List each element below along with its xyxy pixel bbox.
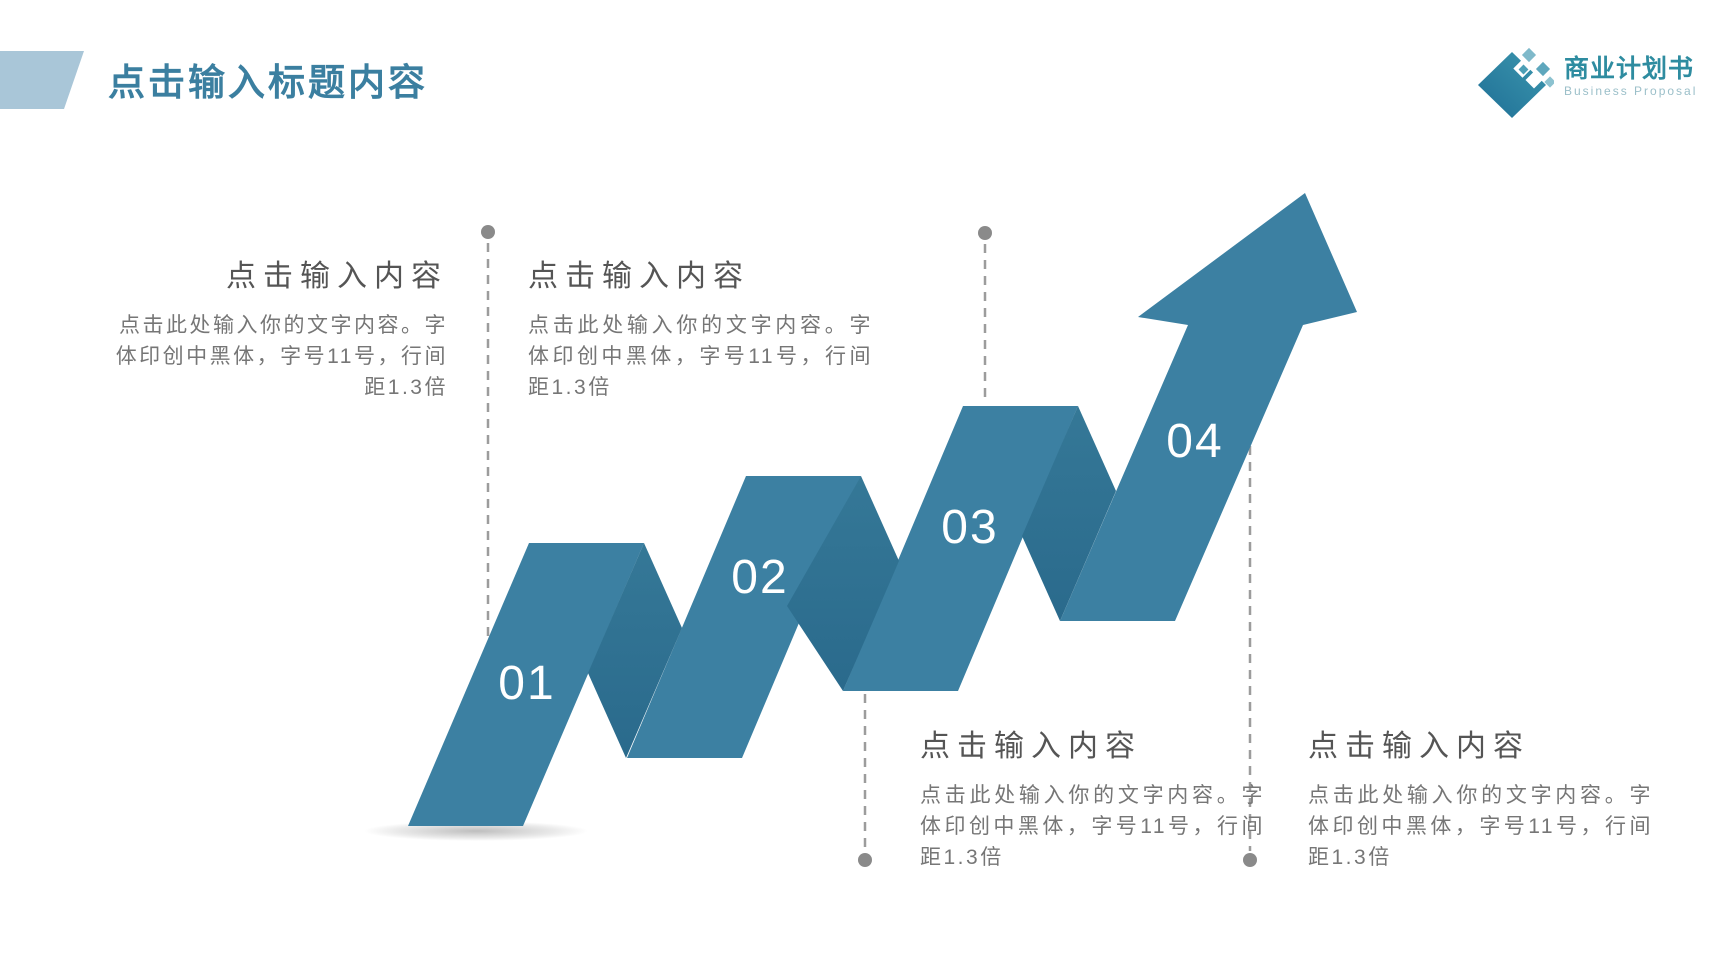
ribbon-band-2 [627,476,861,758]
logo-text-en: Business Proposal [1564,84,1698,98]
logo-text: 商业计划书 Business Proposal [1564,44,1697,98]
ribbon-fold-3 [1022,406,1116,621]
arrow-up-icon [1060,193,1357,621]
logo-text-cn: 商业计划书 [1564,55,1695,83]
logo: 商业计划书 Business Proposal [1476,44,1697,124]
step-heading-1: 点击输入内容 [226,260,448,293]
step-block-2: 点击输入内容 点击此处输入你的文字内容。字体印创中黑体，字号11号，行间距1.3… [528,258,873,403]
step-number-2: 02 [731,551,788,604]
step-body-3: 点击此处输入你的文字内容。字体印创中黑体，字号11号，行间距1.3倍 [920,784,1265,869]
timeline-dot-3 [858,853,872,867]
page-title: 点击输入标题内容 [108,62,428,103]
ribbon-fold-2 [787,476,899,691]
step-heading-2: 点击输入内容 [528,260,750,293]
step-heading-4: 点击输入内容 [1308,730,1530,763]
step-block-4: 点击输入内容 点击此处输入你的文字内容。字体印创中黑体，字号11号，行间距1.3… [1308,728,1653,873]
step-block-1: 点击输入内容 点击此处输入你的文字内容。字体印创中黑体，字号11号，行间距1.3… [103,258,448,403]
step-number-1: 01 [498,657,555,710]
step-body-1: 点击此处输入你的文字内容。字体印创中黑体，字号11号，行间距1.3倍 [115,314,448,399]
step-number-4: 04 [1166,415,1223,468]
logo-diamond-icon [1478,47,1554,118]
ribbon-band-3 [843,406,1078,691]
step-number-3: 03 [941,501,998,554]
ribbon-fold-1 [588,543,682,758]
step-body-2: 点击此处输入你的文字内容。字体印创中黑体，字号11号，行间距1.3倍 [528,314,873,399]
timeline-dot-4 [1243,853,1257,867]
step-block-3: 点击输入内容 点击此处输入你的文字内容。字体印创中黑体，字号11号，行间距1.3… [920,728,1265,873]
step-heading-3: 点击输入内容 [920,730,1142,763]
timeline-dot-1 [481,225,495,239]
ribbon-band-1 [408,543,644,826]
title-accent-bar [0,51,84,109]
step-body-4: 点击此处输入你的文字内容。字体印创中黑体，字号11号，行间距1.3倍 [1308,784,1653,869]
timeline-dot-2 [978,226,992,240]
